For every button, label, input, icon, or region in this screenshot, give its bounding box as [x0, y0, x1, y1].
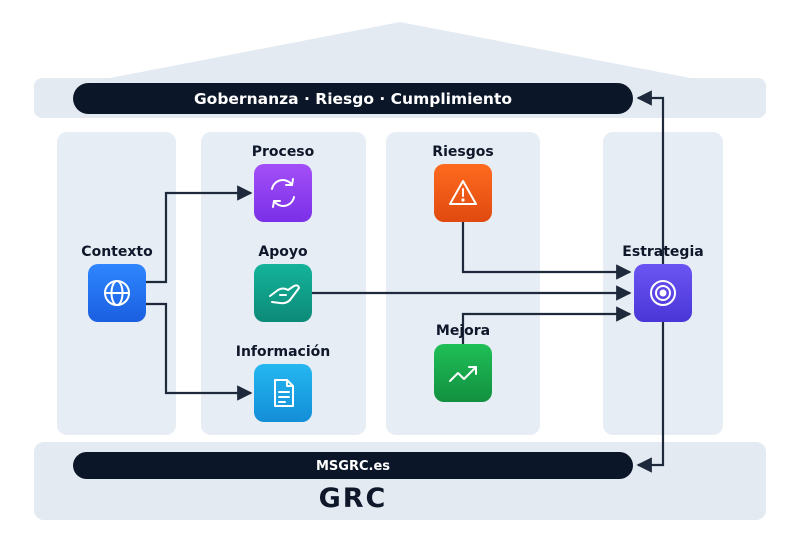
refresh-icon	[271, 178, 295, 208]
node-estrategia-label: Estrategia	[622, 244, 703, 260]
header-pill: Gobernanza · Riesgo · Cumplimiento	[73, 83, 633, 114]
node-proceso-label: Proceso	[252, 144, 315, 160]
footer-site: MSGRC.es	[316, 459, 390, 474]
node-proceso-tile	[254, 164, 312, 222]
connector-estrategia-header	[636, 90, 665, 264]
column-3	[386, 132, 540, 435]
node-contexto: Contexto	[81, 244, 153, 322]
node-informacion: Información	[236, 344, 331, 422]
document-icon	[274, 379, 294, 407]
node-mejora-tile	[434, 344, 492, 402]
connector-contexto-proceso	[146, 185, 253, 284]
node-estrategia: Estrategia	[622, 244, 704, 322]
footer: MSGRC.es GRC	[73, 452, 633, 514]
trend-up-icon	[449, 366, 477, 382]
header-title: Gobernanza · Riesgo · Cumplimiento	[194, 90, 512, 108]
globe-icon	[104, 280, 130, 306]
footer-brand: GRC	[319, 483, 388, 514]
roof	[110, 22, 690, 78]
node-informacion-label: Información	[236, 344, 331, 360]
node-apoyo: Apoyo	[254, 244, 312, 322]
node-apoyo-tile	[254, 264, 312, 322]
node-mejora-label: Mejora	[436, 323, 490, 339]
connector-estrategia-footer	[636, 322, 665, 473]
node-mejora: Mejora	[434, 323, 492, 402]
node-riesgos-label: Riesgos	[432, 144, 493, 160]
connector-riesgos-estrategia	[461, 222, 632, 280]
header-pill-bg	[73, 83, 633, 114]
target-icon	[650, 280, 676, 306]
warning-icon	[449, 180, 477, 205]
footer-pill-bg	[73, 452, 633, 479]
node-riesgos: Riesgos	[432, 144, 494, 222]
connector-mejora-estrategia	[461, 306, 632, 344]
node-proceso: Proceso	[252, 144, 315, 222]
node-apoyo-label: Apoyo	[258, 244, 308, 260]
connectors	[146, 90, 665, 473]
node-contexto-label: Contexto	[81, 244, 153, 260]
handshake-icon	[269, 284, 300, 305]
connector-contexto-informacion	[146, 302, 253, 401]
